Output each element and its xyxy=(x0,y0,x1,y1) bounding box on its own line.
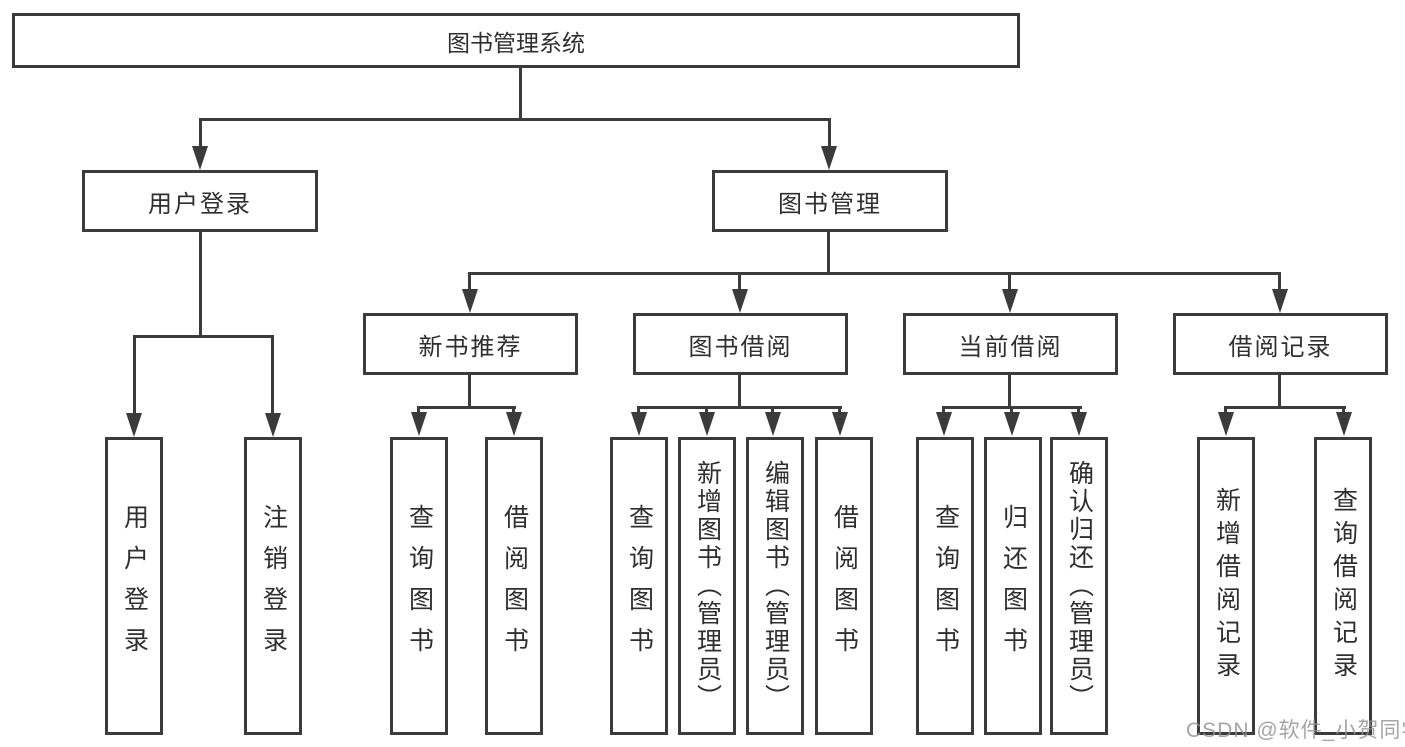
arrow-down-icon xyxy=(631,412,647,436)
node-book-management: 图书管理 xyxy=(712,170,948,232)
connector-line xyxy=(199,118,202,148)
arrow-down-icon xyxy=(192,146,208,170)
connector-line xyxy=(512,406,515,415)
connector-line xyxy=(1008,373,1011,408)
leaf-label: 归还图书 xyxy=(999,504,1028,668)
connector-line xyxy=(637,406,640,415)
leaf-label: 查询图书 xyxy=(931,504,960,668)
leaf-borrow-book-1: 借阅图书 xyxy=(485,437,543,735)
connector-line xyxy=(1225,406,1346,409)
watermark: CSDN @软件_小贺同学 xyxy=(1186,719,1405,742)
arrow-down-icon xyxy=(506,412,522,436)
leaf-borrow-book-2: 借阅图书 xyxy=(815,437,873,735)
connector-line xyxy=(1008,272,1011,291)
leaf-label: 查询图书 xyxy=(625,504,654,668)
connector-line xyxy=(133,335,274,338)
arrow-down-icon xyxy=(265,413,281,437)
node-label: 当前借阅 xyxy=(958,333,1063,361)
connector-line xyxy=(771,406,774,415)
leaf-user-login: 用户登录 xyxy=(105,437,163,735)
leaf-label: 确认归还（管理员） xyxy=(1065,460,1094,712)
arrow-down-icon xyxy=(832,412,848,436)
arrow-down-icon xyxy=(699,412,715,436)
leaf-add-book-admin: 新增图书（管理员） xyxy=(678,437,736,735)
connector-line xyxy=(1342,406,1345,415)
leaf-label: 借阅图书 xyxy=(830,504,859,668)
leaf-query-book-2: 查询图书 xyxy=(610,437,668,735)
connector-line xyxy=(1010,406,1013,415)
leaf-label: 用户登录 xyxy=(120,504,149,668)
connector-line xyxy=(1278,272,1281,291)
connector-line xyxy=(828,118,831,148)
node-book-borrow: 图书借阅 xyxy=(633,313,848,375)
leaf-label: 查询图书 xyxy=(405,504,434,668)
node-user-login: 用户登录 xyxy=(82,170,318,232)
leaf-label: 编辑图书（管理员） xyxy=(761,460,790,712)
connector-line xyxy=(469,272,1281,275)
node-label: 图书借阅 xyxy=(688,333,793,361)
connector-line xyxy=(1278,373,1281,408)
connector-line xyxy=(199,230,202,337)
arrow-down-icon xyxy=(732,289,748,313)
leaf-label: 注销登录 xyxy=(259,504,288,668)
arrow-down-icon xyxy=(411,412,427,436)
connector-line xyxy=(1224,406,1227,415)
leaf-add-borrow-record: 新增借阅记录 xyxy=(1197,437,1255,735)
leaf-label: 查询借阅记录 xyxy=(1329,487,1358,685)
leaf-label: 新增图书（管理员） xyxy=(693,460,722,712)
connector-line xyxy=(418,406,516,409)
arrow-down-icon xyxy=(1004,412,1020,436)
connector-line xyxy=(468,272,471,291)
leaf-logout: 注销登录 xyxy=(244,437,302,735)
connector-line xyxy=(468,373,471,408)
connector-line xyxy=(1077,406,1080,415)
connector-line xyxy=(705,406,708,415)
leaf-confirm-return-admin: 确认归还（管理员） xyxy=(1050,437,1108,735)
connector-line xyxy=(199,118,831,121)
connector-line xyxy=(838,406,841,415)
arrow-down-icon xyxy=(1218,412,1234,436)
node-label: 借阅记录 xyxy=(1228,333,1333,361)
connector-line xyxy=(133,335,136,415)
arrow-down-icon xyxy=(1336,412,1352,436)
leaf-edit-book-admin: 编辑图书（管理员） xyxy=(746,437,804,735)
leaf-query-book-1: 查询图书 xyxy=(390,437,448,735)
connector-line xyxy=(417,406,420,415)
arrow-down-icon xyxy=(462,289,478,313)
arrow-down-icon xyxy=(765,412,781,436)
arrow-down-icon xyxy=(126,413,142,437)
connector-line xyxy=(942,406,945,415)
arrow-down-icon xyxy=(936,412,952,436)
connector-line xyxy=(738,272,741,291)
node-borrow-record: 借阅记录 xyxy=(1173,313,1388,375)
node-current-borrow: 当前借阅 xyxy=(903,313,1118,375)
connector-line xyxy=(638,406,842,409)
node-new-book-recommend: 新书推荐 xyxy=(363,313,578,375)
arrow-down-icon xyxy=(1071,412,1087,436)
arrow-down-icon xyxy=(1272,289,1288,313)
leaf-label: 新增借阅记录 xyxy=(1212,487,1241,685)
leaf-return-book: 归还图书 xyxy=(984,437,1042,735)
node-label: 用户登录 xyxy=(148,190,252,218)
node-label: 新书推荐 xyxy=(418,333,523,361)
node-label: 图书管理系统 xyxy=(447,29,585,56)
arrow-down-icon xyxy=(821,146,837,170)
connector-line xyxy=(519,66,522,120)
connector-line xyxy=(827,230,830,275)
node-label: 图书管理 xyxy=(778,190,882,218)
node-root-library-system: 图书管理系统 xyxy=(12,13,1020,68)
connector-line xyxy=(271,335,274,415)
connector-line xyxy=(738,373,741,408)
leaf-label: 借阅图书 xyxy=(500,504,529,668)
arrow-down-icon xyxy=(1002,289,1018,313)
leaf-query-book-3: 查询图书 xyxy=(916,437,974,735)
leaf-query-borrow-record: 查询借阅记录 xyxy=(1314,437,1372,735)
